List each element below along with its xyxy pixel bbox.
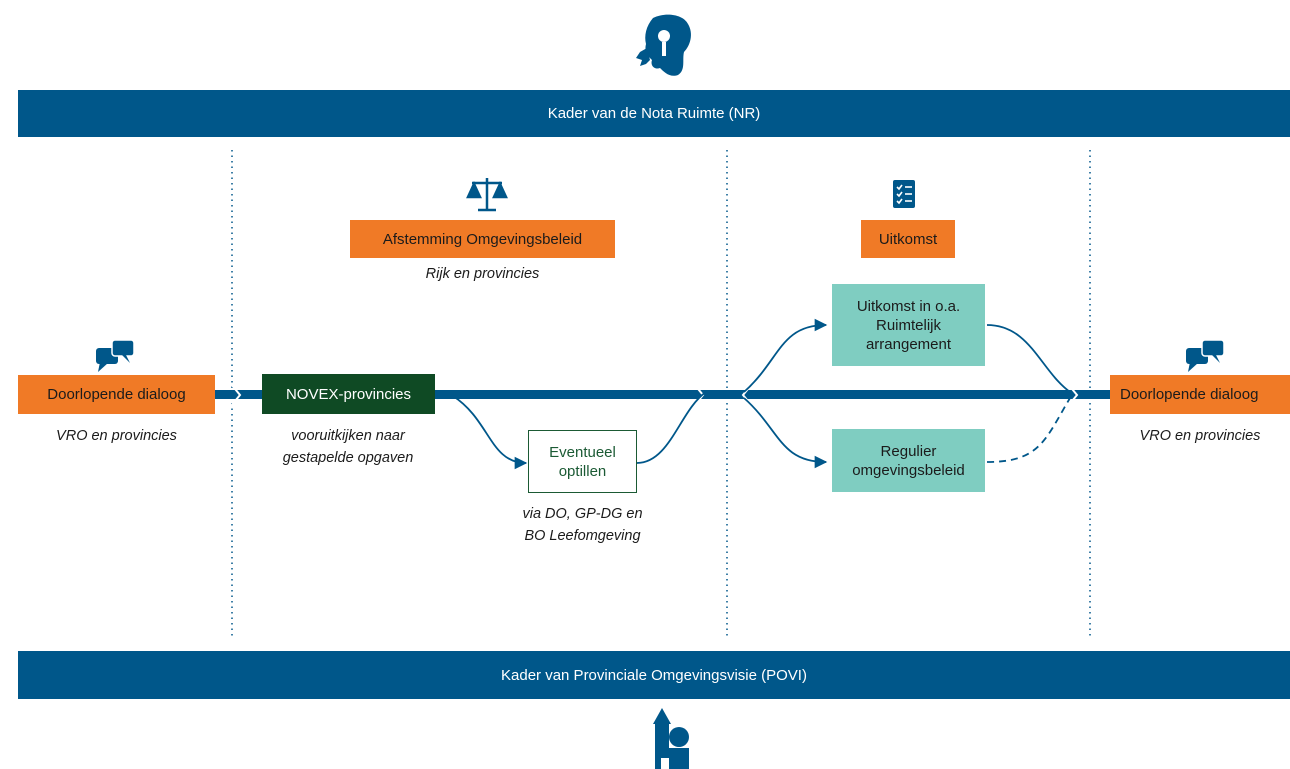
flow-chevron-4 [1067, 383, 1079, 407]
eventueel-caption: via DO, GP-DG en BO Leefomgeving [522, 506, 643, 544]
afstemming-box: Afstemming Omgevingsbeleid [350, 220, 615, 258]
novex-caption: vooruitkijken naar gestapelde opgaven [282, 428, 414, 466]
novex-label: NOVEX-provincies [285, 385, 412, 403]
uitkomst-box: Uitkomst [861, 220, 955, 258]
left-dialogue-box: Doorlopende dialoog [18, 375, 215, 414]
flow-chevron-1 [230, 383, 242, 407]
left-dialogue-caption: VRO en provincies [56, 428, 177, 444]
curve-regulier-to-flow-dashed [986, 397, 1071, 463]
nota-ruimte-label: Kader van de Nota Ruimte (NR) [547, 105, 761, 122]
eventueel-label: Eventueel optillen [549, 443, 616, 480]
main-flow-line [214, 390, 1290, 399]
checklist-icon [893, 180, 915, 208]
curve-eventueel-to-flow [636, 391, 707, 464]
scales-icon [466, 178, 508, 212]
speech-bubbles-icon [96, 339, 135, 372]
eventueel-box: Eventueel optillen [528, 430, 637, 493]
village-church-icon [653, 708, 689, 769]
netherlands-map-icon [636, 14, 691, 76]
right-dialogue-caption: VRO en provincies [1139, 428, 1261, 444]
speech-bubbles-icon [1186, 339, 1225, 372]
povi-band: Kader van Provinciale Omgevingsvisie (PO… [18, 651, 1290, 699]
uitkomst-label: Uitkomst [878, 230, 938, 248]
curve-flow-to-ruimtelijk [743, 318, 828, 393]
regulier-label: Regulier omgevingsbeleid [852, 442, 965, 479]
curve-ruimtelijk-to-flow [986, 324, 1071, 393]
left-dialogue-label: Doorlopende dialoog [47, 386, 186, 403]
povi-label: Kader van Provinciale Omgevingsvisie (PO… [501, 666, 807, 684]
ruimtelijk-arrangement-label: Uitkomst in o.a. Ruimtelijk arrangement [856, 297, 961, 353]
novex-box: NOVEX-provincies [262, 374, 435, 414]
afstemming-label: Afstemming Omgevingsbeleid [382, 230, 583, 248]
right-dialogue-clip: Doorlopende dialoog [1110, 375, 1290, 414]
afstemming-caption: Rijk en provincies [425, 266, 540, 282]
nota-ruimte-band: Kader van de Nota Ruimte (NR) [18, 90, 1290, 137]
regulier-box: Regulier omgevingsbeleid [832, 429, 985, 492]
right-dialogue-box: Doorlopende dialoog [1110, 375, 1290, 414]
curve-flow-to-regulier [743, 397, 828, 469]
right-dialogue-label: Doorlopende dialoog [1120, 386, 1259, 403]
ruimtelijk-arrangement-box: Uitkomst in o.a. Ruimtelijk arrangement [832, 284, 985, 366]
curve-novex-to-eventueel [452, 395, 528, 470]
